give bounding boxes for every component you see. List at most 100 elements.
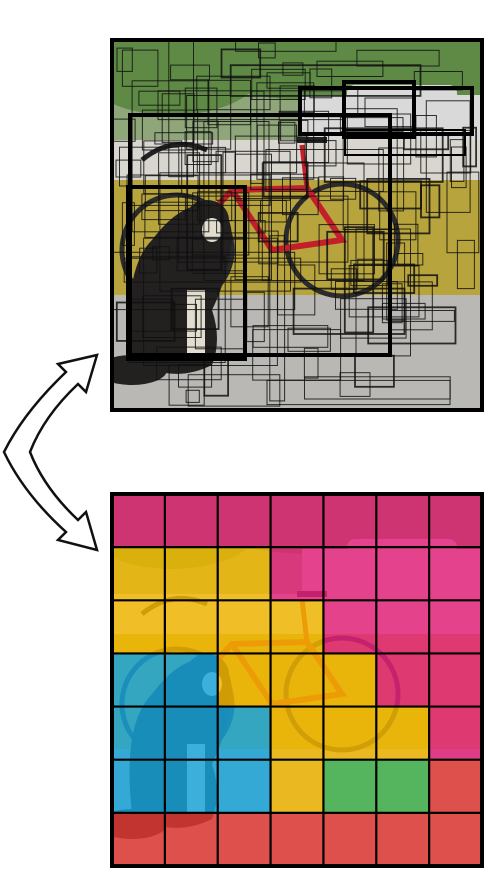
class-cell-car [164, 494, 218, 548]
candidate-box [366, 177, 431, 235]
candidate-box [252, 325, 329, 348]
class-cell-bicycle [112, 600, 165, 654]
class-cell-car [429, 653, 482, 707]
bottom-panel-border [110, 492, 484, 868]
car-box-inner [342, 80, 416, 139]
candidate-box [326, 230, 385, 281]
candidate-box [222, 151, 236, 262]
candidate-box [279, 85, 315, 113]
candidate-box [250, 173, 307, 190]
class-cell-car [112, 494, 165, 548]
class-cell-dog [164, 706, 218, 760]
class-cell-bicycle [164, 547, 218, 601]
candidate-box [229, 64, 422, 97]
class-cell-bicycle [270, 706, 324, 760]
class-cell-car [429, 547, 482, 601]
candidate-box [420, 184, 441, 219]
class-cell-dining-table [429, 812, 482, 866]
double-arrow-icon [2, 353, 99, 552]
class-cell-bicycle [217, 547, 271, 601]
confident-boxes [126, 80, 474, 361]
candidate-box [451, 146, 467, 189]
candidate-box [170, 64, 211, 81]
class-cell-dining-table [270, 812, 324, 866]
candidate-box [330, 268, 358, 290]
class-cell-car [217, 494, 271, 548]
class-cell-bicycle [323, 653, 377, 707]
class-cell-bicycle [112, 547, 165, 601]
class-cell-dog [217, 706, 271, 760]
class-cell-dog [164, 759, 218, 813]
candidate-box [220, 48, 262, 79]
class-cell-bicycle [270, 759, 324, 813]
candidate-box [197, 191, 233, 222]
candidate-box [262, 161, 309, 198]
candidate-box [318, 224, 376, 275]
candidate-box [143, 140, 183, 195]
class-cell-bicycle [376, 706, 430, 760]
candidate-box [116, 47, 133, 72]
candidate-box [425, 100, 471, 213]
candidate-box [154, 132, 214, 145]
candidate-box [139, 247, 158, 274]
class-probability-panel [110, 492, 484, 868]
class-cell-dining-table [112, 812, 165, 866]
candidate-box [192, 192, 250, 256]
class-cell-car [323, 600, 377, 654]
candidate-box [258, 42, 276, 59]
candidate-box [178, 364, 213, 388]
candidate-box [144, 201, 202, 238]
class-cell-other [323, 759, 377, 813]
candidate-box [230, 276, 269, 328]
class-cell-bicycle [217, 653, 271, 707]
candidate-box [266, 379, 451, 406]
candidate-box [121, 49, 159, 87]
candidate-box [393, 223, 419, 267]
candidate-box [258, 230, 279, 265]
class-cell-bicycle [164, 600, 218, 654]
class-cell-car [376, 547, 430, 601]
candidate-box [170, 303, 197, 332]
class-cell-car [270, 547, 324, 601]
candidate-box [207, 79, 251, 126]
class-cell-dog [217, 759, 271, 813]
candidate-box [131, 80, 210, 233]
class-cell-car [376, 653, 430, 707]
candidate-box [456, 239, 475, 290]
car-box-small [344, 129, 466, 156]
class-map-cells [112, 494, 482, 866]
class-cell-dining-table [429, 759, 482, 813]
top-panel-border [110, 38, 484, 412]
candidate-box [278, 121, 296, 144]
candidate-box [316, 60, 384, 78]
grid-lines [112, 494, 482, 866]
candidate-box [123, 257, 302, 283]
candidate-box [397, 253, 424, 266]
candidate-box [184, 131, 212, 165]
class-cell-dog [112, 706, 165, 760]
candidate-box [196, 75, 271, 111]
candidate-box [367, 306, 457, 345]
candidate-box [142, 295, 202, 338]
candidate-box [304, 140, 337, 167]
class-cell-car [376, 600, 430, 654]
candidate-box [251, 68, 306, 101]
candidate-box [192, 120, 219, 163]
class-cell-dining-table [323, 812, 377, 866]
candidate-box [381, 283, 403, 324]
candidate-box [184, 87, 218, 129]
candidate-box [260, 200, 287, 223]
candidate-box [339, 117, 404, 133]
class-cell-bicycle [270, 653, 324, 707]
candidate-box [407, 274, 439, 287]
class-cell-car [429, 706, 482, 760]
class-cell-dining-table [217, 812, 271, 866]
candidate-box [152, 246, 170, 261]
candidate-box [266, 72, 311, 89]
candidate-box [156, 346, 222, 381]
candidate-box [269, 235, 286, 402]
class-cell-dining-table [376, 812, 430, 866]
class-cell-car [323, 547, 377, 601]
class-cell-car [270, 494, 324, 548]
class-cell-car [429, 600, 482, 654]
